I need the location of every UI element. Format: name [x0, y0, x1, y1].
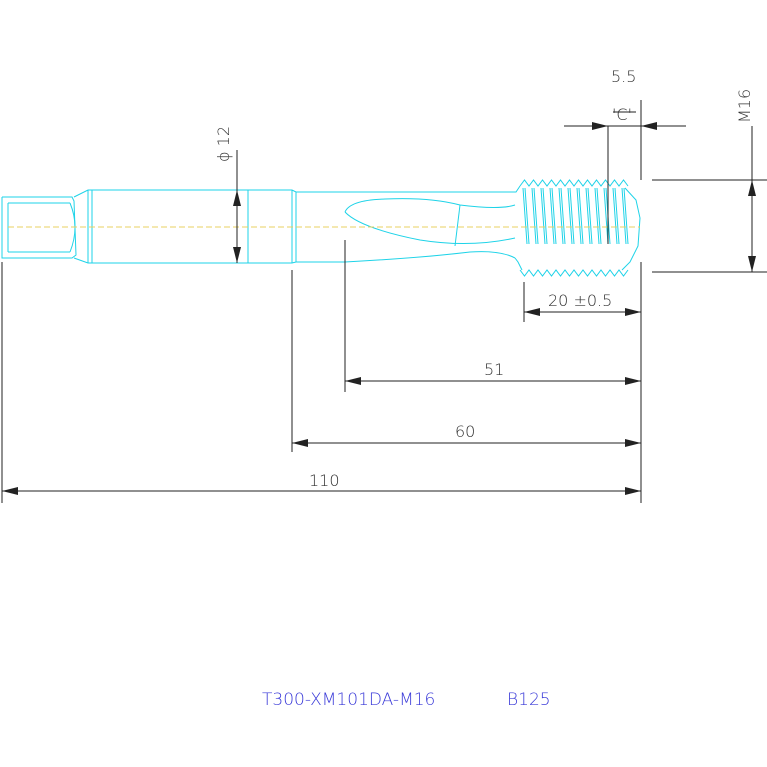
part-code: B125: [507, 690, 551, 710]
thread-flank-line: [551, 187, 557, 245]
thread-flanks: [522, 187, 629, 245]
thread-flank-line: [560, 187, 566, 245]
chamfer-end: [621, 187, 641, 271]
thread-flank-line: [614, 187, 620, 245]
thread-flank-line: [578, 187, 584, 245]
thread-length-label: 20 ±0.5: [548, 291, 612, 310]
thread-flank-line: [594, 187, 600, 245]
thread-flank-line: [549, 187, 555, 245]
thread-flank-line: [596, 187, 602, 245]
thread-flank-line: [612, 187, 618, 245]
thread-flank-line: [603, 187, 609, 245]
part-number: T300-XM101DA-M16: [262, 690, 435, 710]
shank-bottom: [73, 257, 345, 264]
overall-length-label: 110: [309, 471, 340, 490]
thread-flank-line: [587, 187, 593, 245]
flute-length-label: 51: [484, 360, 504, 379]
dimension-lines: [1, 100, 767, 503]
thread-flank-line: [576, 187, 582, 245]
thread-flank-line: [531, 187, 537, 245]
flute-upper: [344, 198, 516, 213]
thread-flank-line: [558, 187, 564, 245]
thread-flank-line: [623, 187, 629, 245]
neck-length-label: 60: [455, 422, 475, 441]
thread-flank-line: [522, 187, 528, 245]
thread-flank-line: [542, 187, 548, 245]
square-drive: [1, 196, 77, 259]
shank-diameter-label: ϕ 12: [214, 126, 233, 162]
thread-size-label: M16: [735, 89, 754, 123]
thread-flank-line: [621, 187, 627, 245]
thread-crest-top: [519, 179, 629, 187]
thread-flank-line: [585, 187, 591, 245]
thread-crest-bottom: [519, 269, 629, 277]
thread-flank-line: [567, 187, 573, 245]
thread-flank-line: [524, 187, 530, 245]
thread-flank-line: [540, 187, 546, 245]
thread-flank-line: [569, 187, 575, 245]
chamfer-label: 'C': [612, 105, 632, 124]
pitch-label: 5.5: [611, 67, 636, 86]
thread-flank-line: [533, 187, 539, 245]
flute-lower: [344, 211, 516, 245]
tool-outline: [1, 179, 641, 277]
